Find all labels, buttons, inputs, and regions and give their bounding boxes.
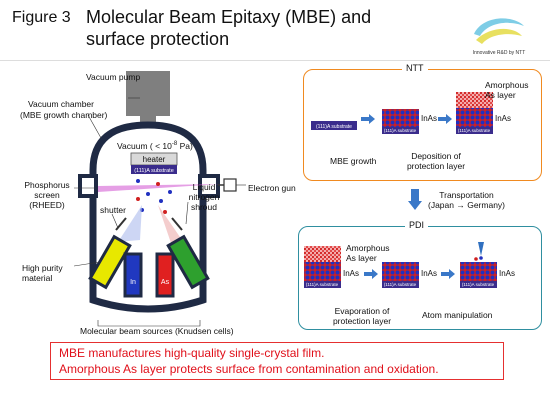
- shutter: [115, 217, 127, 231]
- svg-text:(111)A substrate: (111)A substrate: [306, 282, 339, 287]
- summary-line-1: MBE manufactures high-quality single-cry…: [59, 346, 325, 360]
- svg-text:As: As: [161, 279, 170, 286]
- summary-line-2: Amorphous As layer protects surface from…: [59, 362, 439, 376]
- pdi-manipulated-layer: [460, 262, 497, 281]
- molecules: [136, 179, 172, 214]
- cell-as: [155, 252, 175, 298]
- mbe-chamber-diagram: heater (111)A substrate In As: [73, 71, 246, 327]
- ntt-panel-tag: NTT: [402, 63, 428, 73]
- pdi-arrow-1: [364, 269, 378, 279]
- vacuum-pump: [126, 71, 170, 116]
- ntt-amorphous-layer: [456, 92, 493, 108]
- svg-text:InAs: InAs: [421, 114, 437, 123]
- label-vacuum-chamber-1: Vacuum chamber: [28, 99, 94, 109]
- cell-in: [123, 252, 143, 298]
- logo-text: Innovative R&D by NTT: [473, 50, 526, 56]
- ntt-substrate: [311, 121, 357, 130]
- svg-text:In: In: [130, 279, 136, 286]
- ntt-inas-layer: [382, 109, 419, 127]
- label-vacuum-level: Vacuum ( < 10-8 Pa): [117, 140, 193, 151]
- ntt-arrow-1: [361, 114, 375, 124]
- svg-text:(111)A substrate: (111)A substrate: [462, 282, 495, 287]
- svg-text:InAs: InAs: [495, 114, 511, 123]
- pdi-crystal-diagram: (111)A substrate InAs (111)A substrate I…: [304, 242, 515, 288]
- pdi-inas-layer: [382, 262, 419, 281]
- pdi-step-atom-manipulation: Atom manipulation: [422, 310, 493, 320]
- label-vacuum-pump: Vacuum pump: [86, 72, 141, 82]
- label-electron-gun: Electron gun: [248, 183, 296, 193]
- cell-yellow: [88, 234, 132, 290]
- summary-note: MBE manufactures high-quality single-cry…: [50, 342, 504, 380]
- substrate: [131, 165, 177, 174]
- page-title: Molecular Beam Epitaxy (MBE) and: [86, 7, 372, 27]
- svg-text:(111)A substrate: (111)A substrate: [134, 168, 174, 174]
- page-subtitle: surface protection: [86, 29, 230, 49]
- pdi-panel-tag: PDI: [405, 220, 429, 230]
- label-vacuum-chamber-2: (MBE growth chamber): [20, 110, 108, 120]
- transport-arrow: [408, 189, 422, 210]
- ntt-crystal-diagram: (111)A substrate (111)A substrate InAs (…: [311, 92, 511, 134]
- ntt-arrow-2: [438, 114, 452, 124]
- label-shutter: shutter: [100, 205, 126, 215]
- header-divider: [0, 60, 550, 61]
- figure-label: Figure 3: [12, 9, 71, 26]
- pdi-arrow-2: [441, 269, 455, 279]
- pdi-amorphous-layer: [304, 246, 341, 262]
- transport-label: Transportation(Japan → Germany): [428, 190, 505, 210]
- svg-text:(111)A substrate: (111)A substrate: [384, 128, 417, 133]
- cell-green: [166, 234, 210, 290]
- svg-text:(111)A substrate: (111)A substrate: [384, 282, 417, 287]
- ntt-logo: Innovative R&D by NTT: [460, 10, 538, 60]
- label-sources: Molecular beam sources (Knudsen cells): [80, 326, 234, 336]
- svg-text:InAs: InAs: [343, 269, 359, 278]
- svg-text:InAs: InAs: [499, 269, 515, 278]
- rheed-beam: [98, 184, 220, 192]
- ntt-step-mbe-growth: MBE growth: [330, 156, 377, 166]
- stm-tip: [474, 242, 484, 261]
- svg-text:(111)A substrate: (111)A substrate: [316, 124, 352, 130]
- svg-text:(111)A substrate: (111)A substrate: [458, 128, 491, 133]
- svg-text:InAs: InAs: [421, 269, 437, 278]
- svg-text:heater: heater: [143, 155, 166, 164]
